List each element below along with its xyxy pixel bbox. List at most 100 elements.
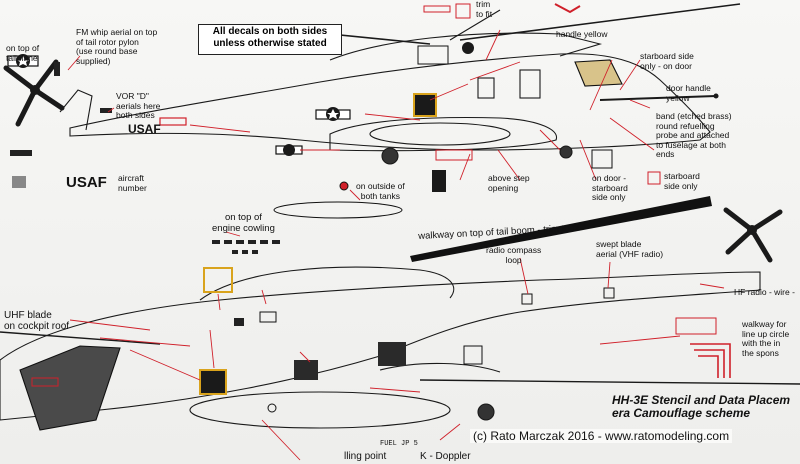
label-uhf-blade: UHF blade on cockpit roof <box>4 310 69 332</box>
label-line: engine cowling <box>212 223 275 234</box>
compass-decal <box>521 293 533 305</box>
yellow-window-decal-bottom <box>199 369 227 395</box>
door-decal-top <box>591 149 613 169</box>
label-vor-d: VOR "D" aerials here both sides <box>116 91 161 121</box>
circle-decal-top <box>462 42 474 54</box>
label-walkway-right: walkway for line up circle with the in t… <box>742 319 789 358</box>
stencil-bottom-1 <box>259 311 277 323</box>
sheet-title-line1: HH-3E Stencil and Data Placem <box>612 393 791 407</box>
top-tail-rotor <box>3 59 65 127</box>
red-dot-decal <box>339 181 349 191</box>
fm-whip-decal <box>54 62 60 76</box>
walkway-bar <box>410 196 712 262</box>
label-line: starboard <box>592 182 628 193</box>
label-hf-radio: HF radio - wire - <box>734 287 795 297</box>
label-line: yellow <box>666 92 690 103</box>
label-line: loop <box>505 254 522 265</box>
starboard-decal <box>647 171 661 185</box>
fuel-tank-outline <box>273 201 403 219</box>
label-line: aircraft <box>118 173 144 183</box>
label-above-step: above step opening <box>488 173 530 193</box>
label-line: the spons <box>742 347 779 358</box>
dark-panel-2 <box>294 360 318 380</box>
label-line: to fuselage at both <box>656 139 726 150</box>
usaf-stencil-main: USAF <box>66 174 107 191</box>
label-aircraft-number: aircraft number <box>118 173 147 193</box>
top-helicopter-profile <box>59 3 741 165</box>
leader-lines-bottom <box>69 231 725 461</box>
yellow-panel-bottom <box>203 267 233 293</box>
label-line: FM whip aerial on top <box>76 27 158 37</box>
bottom-tail-rotor <box>723 207 783 263</box>
label-line: tailplane <box>6 52 38 63</box>
usaf-stencil-small: USAF <box>128 122 161 136</box>
label-line: with the in <box>742 338 781 348</box>
label-line: door handle <box>666 83 711 93</box>
sheet-title-line2: era Camouflage scheme <box>612 406 751 420</box>
label-line: ends <box>656 149 675 159</box>
label-fuel-jp5: FUEL JP 5 <box>380 440 418 448</box>
label-line: on cockpit roof <box>4 321 70 332</box>
label-line: swept blade <box>596 239 642 249</box>
label-line: on door - <box>592 173 627 183</box>
red-stencil-top-1 <box>423 5 451 13</box>
label-on-door-starboard: on door - starboard side only <box>592 173 628 203</box>
label-line: VOR "D" <box>116 91 149 101</box>
usaf-roundel-mid <box>315 107 351 121</box>
label-line: aerials here <box>116 100 161 111</box>
label-line: starboard <box>664 171 700 181</box>
copyright-watermark: (c) Rato Marczak 2016 - www.ratomodeling… <box>470 429 733 443</box>
label-line: UHF blade <box>4 310 52 321</box>
label-line: supplied) <box>76 55 111 66</box>
step-decal <box>12 176 26 188</box>
usaf-roundel-top-left <box>7 54 39 68</box>
label-line: band (etched brass) <box>656 111 732 121</box>
red-stencil-block <box>432 170 446 192</box>
vor-aerial-decal <box>100 108 112 113</box>
label-line: round refuelling <box>656 120 715 131</box>
label-outside-tanks: on outside of both tanks <box>356 181 405 201</box>
bottom-helicopter-profile <box>0 266 800 431</box>
dark-panel-1 <box>378 342 406 366</box>
label-radio-compass: radio compass loop <box>486 245 542 265</box>
label-door-handle-yellow: door handle yellow <box>666 83 711 103</box>
label-on-top-of-tailplane: on top of tailplane <box>6 43 40 63</box>
label-line: of tail rotor pylon <box>76 36 139 47</box>
label-line: on top of <box>6 43 40 53</box>
label-line: walkway for <box>742 319 787 329</box>
label-fm-whip: FM whip aerial on top of tail rotor pylo… <box>76 27 158 66</box>
swept-blade-decal <box>603 287 615 299</box>
panel-decal-top <box>417 45 449 65</box>
label-line: side only <box>592 192 626 202</box>
all-decals-note: All decals on both sides unless otherwis… <box>198 24 342 55</box>
walkway-circle-decal <box>690 343 731 378</box>
label-line: (use round base <box>76 46 138 56</box>
label-starboard-only: starboard side only <box>664 171 700 191</box>
label-trim-to-fit: trim to fit <box>476 0 492 19</box>
all-decals-line2: unless otherwise stated <box>213 38 327 49</box>
label-line: only - on door <box>640 60 692 71</box>
usaf-roundel-bottom <box>275 144 303 156</box>
label-handle-yellow: handle yellow <box>556 29 608 39</box>
filler-cap-decal <box>267 403 277 413</box>
trim-mark-top <box>554 3 581 14</box>
label-doppler: K - Doppler <box>420 451 471 462</box>
label-line: both sides <box>116 110 155 120</box>
red-stencil-top-2 <box>455 3 471 19</box>
label-line: starboard side <box>640 51 694 61</box>
label-line: side only <box>664 180 698 191</box>
danger-decal <box>10 150 32 156</box>
label-starboard-door: starboard side only - on door <box>640 51 694 71</box>
tail-rotor-hub <box>30 85 40 95</box>
label-line: to fit <box>476 8 493 19</box>
aircraft-number-decal <box>159 117 187 126</box>
label-engine-cowling: on top of engine cowling <box>212 212 275 234</box>
label-line: number <box>118 182 147 193</box>
label-line: radio compass <box>486 245 542 255</box>
red-stencil-bottom-right <box>675 317 717 335</box>
leader-lines-top <box>67 29 655 201</box>
yellow-window-decal-top <box>413 93 437 117</box>
stencil-bottom-2 <box>234 318 244 326</box>
